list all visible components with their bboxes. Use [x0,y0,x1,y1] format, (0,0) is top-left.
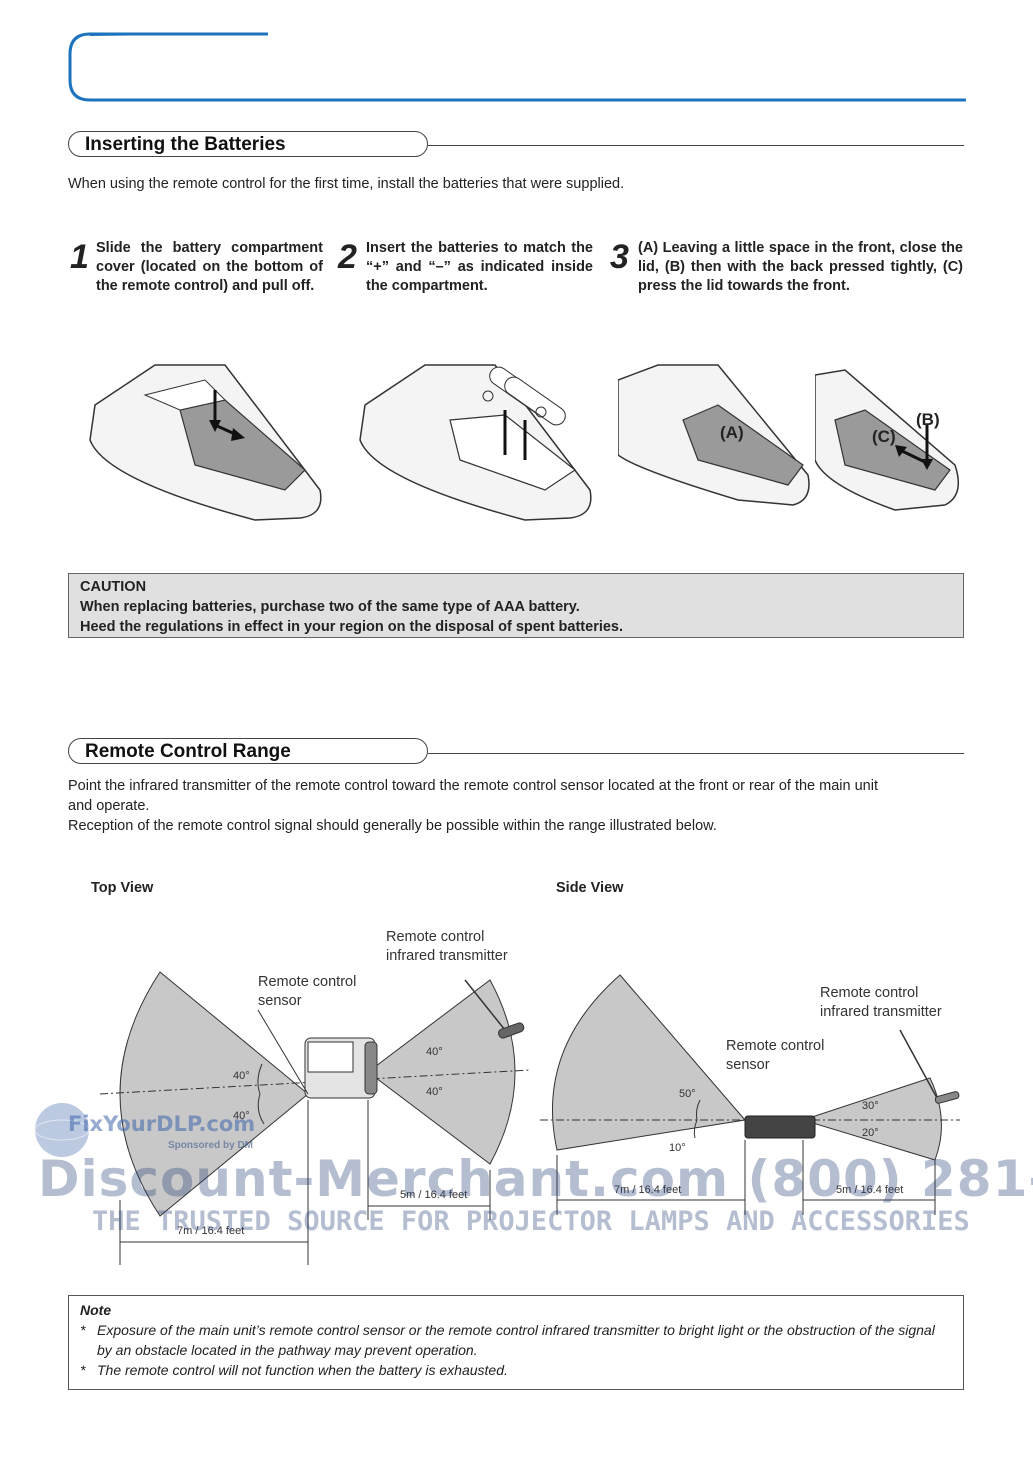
caution-title: CAUTION [80,579,147,595]
step-1-number: 1 [70,238,89,276]
side-sensor-label: Remote control sensor [726,1037,824,1075]
section-title-batteries: Inserting the Batteries [68,131,428,157]
note-item-2-text: The remote control will not function whe… [97,1362,508,1378]
top-sensor-label-line1: Remote control [258,974,357,990]
watermark-globe-icon [34,1103,90,1157]
watermark-sponsored: Sponsored by DM [168,1140,254,1151]
step-3-number: 3 [610,238,629,276]
side-view-title: Side View [556,880,624,896]
watermark-line-1: Discount-Merchant.com (800) 281-8860 [38,1150,1033,1208]
step-2-number: 2 [338,238,357,276]
remote-illustration-step1 [89,364,322,521]
watermark-line-2: THE TRUSTED SOURCE FOR PROJECTOR LAMPS A… [92,1206,970,1237]
caution-line-2: Heed the regulations in effect in your r… [80,619,624,635]
side-transmitter-label-line2: infrared transmitter [820,1004,942,1020]
top-transmitter-label-line1: Remote control [386,929,485,945]
note-bullet: * [80,1362,86,1378]
top-transmitter-label: Remote control infrared transmitter [386,928,508,966]
caution-line-1: When replacing batteries, purchase two o… [80,599,580,615]
note-bullet: * [80,1322,86,1338]
range-intro: Point the infrared transmitter of the re… [68,776,968,836]
section-rule [428,753,964,754]
section-title-range: Remote Control Range [68,738,428,764]
side-sensor-label-line2: sensor [726,1057,770,1073]
remote-illustration-step3b [815,369,960,511]
side-dist-right: 5m / 16.4 feet [836,1184,904,1196]
top-dist-left: 7m / 16.4 feet [177,1225,245,1237]
note-item-2: * The remote control will not function w… [80,1360,952,1380]
side-transmitter-label-line1: Remote control [820,985,919,1001]
side-tx-angle-up: 30° [862,1100,879,1112]
note-item-1: * Exposure of the main unit’s remote con… [80,1320,952,1360]
side-sensor-label-line1: Remote control [726,1038,825,1054]
step-1-text: Slide the battery compartment cover (loc… [96,240,323,294]
side-dist-left: 7m / 16.4 feet [614,1184,682,1196]
top-sensor-label: Remote control sensor [258,973,356,1011]
range-intro-line-1: Point the infrared transmitter of the re… [68,778,878,794]
range-intro-line-3: Reception of the remote control signal s… [68,818,717,834]
note-box: Note * Exposure of the main unit’s remot… [68,1295,964,1390]
label-b: (B) [916,410,940,429]
batteries-intro: When using the remote control for the fi… [68,176,625,192]
top-view-title: Top View [91,880,154,896]
top-dist-right: 5m / 16.4 feet [400,1189,468,1201]
note-title: Note [80,1302,112,1318]
label-c: (C) [872,427,896,446]
page-header-frame [68,32,966,102]
top-angle-upper: 40° [233,1070,250,1082]
top-sensor-label-line2: sensor [258,993,302,1009]
remote-illustration-step3a [618,364,810,506]
side-angle-down: 10° [669,1142,686,1154]
range-intro-line-2: and operate. [68,798,150,814]
top-tx-angle-upper: 40° [426,1046,443,1058]
side-angle-up: 50° [679,1088,696,1100]
label-a: (A) [720,423,744,442]
side-tx-angle-down: 20° [862,1127,879,1139]
note-item-1-text: Exposure of the main unit’s remote contr… [97,1322,935,1358]
top-transmitter-label-line2: infrared transmitter [386,948,508,964]
section-rule [428,145,964,146]
caution-box: CAUTION When replacing batteries, purcha… [68,573,964,638]
remote-illustration-step2 [359,364,592,521]
watermark-brand: FixYourDLP.com [68,1112,256,1136]
top-tx-angle-lower: 40° [426,1086,443,1098]
top-view-diagram [99,971,531,1265]
step-2-text: Insert the batteries to match the “+” an… [366,240,593,294]
top-angle-lower: 40° [233,1110,250,1122]
step-3-text: (A) Leaving a little space in the front,… [638,240,963,294]
side-view-diagram [540,974,960,1215]
side-transmitter-label: Remote control infrared transmitter [820,984,942,1022]
